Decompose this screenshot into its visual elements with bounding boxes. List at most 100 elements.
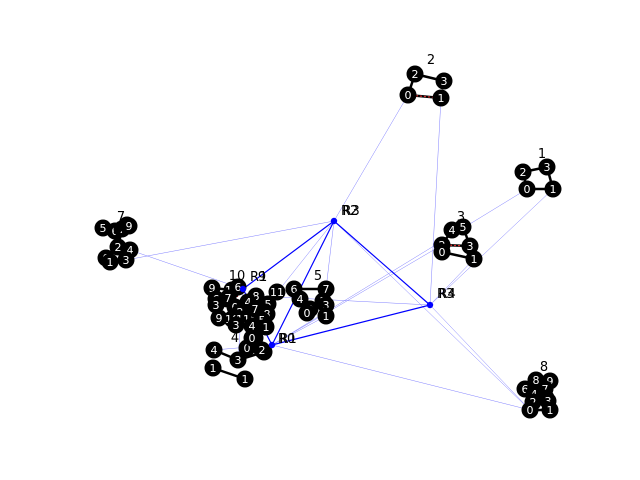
node-label: 3 bbox=[123, 254, 130, 267]
hub-edge bbox=[333, 220, 431, 306]
thin-edge bbox=[333, 94, 409, 222]
thin-edge bbox=[429, 97, 442, 306]
hub-label: R0 bbox=[278, 332, 295, 347]
graph-node bbox=[538, 158, 556, 176]
graph-node bbox=[117, 251, 135, 269]
node-label: 4 bbox=[249, 320, 256, 333]
node-label: 0 bbox=[527, 404, 534, 417]
hub-label: R1 bbox=[250, 270, 267, 285]
graph-node bbox=[432, 89, 450, 107]
node-label: 3 bbox=[233, 319, 240, 332]
graph-node bbox=[399, 86, 417, 104]
node-label: 3 bbox=[213, 299, 220, 312]
node-label: 2 bbox=[412, 68, 419, 81]
node-label: 7 bbox=[542, 383, 549, 396]
node-label: 9 bbox=[216, 312, 223, 325]
graph-node bbox=[120, 217, 138, 235]
node-label: 7 bbox=[323, 283, 330, 296]
hub-edge bbox=[271, 304, 431, 346]
node-label: 6 bbox=[522, 383, 529, 396]
hub-edge bbox=[271, 220, 335, 346]
node-label: 0 bbox=[524, 183, 531, 196]
graph-node bbox=[268, 283, 286, 301]
intra-edges bbox=[102, 72, 555, 412]
node-label: 2 bbox=[259, 344, 266, 357]
thin-edge bbox=[429, 304, 531, 411]
node-label: 3 bbox=[544, 161, 551, 174]
node-label: 7 bbox=[252, 303, 259, 316]
cluster-label: 10 bbox=[229, 269, 246, 284]
cluster-label: 8 bbox=[540, 360, 548, 375]
hub-label: R2 bbox=[341, 204, 358, 219]
thin-edge bbox=[333, 220, 531, 411]
graph-node bbox=[544, 180, 562, 198]
node-label: 5 bbox=[100, 222, 107, 235]
graph-node bbox=[521, 401, 539, 419]
node-label: 7 bbox=[225, 292, 232, 305]
graph-node bbox=[236, 370, 254, 388]
node-label: 1 bbox=[107, 256, 114, 269]
node-label: 4 bbox=[245, 296, 252, 309]
graph-node bbox=[207, 296, 225, 314]
graph-node bbox=[541, 401, 559, 419]
node-label: 3 bbox=[545, 395, 552, 408]
node-label: 1 bbox=[550, 183, 557, 196]
node-label: 2 bbox=[115, 241, 122, 254]
node-label: 1 bbox=[438, 92, 445, 105]
node-label: 0 bbox=[244, 342, 251, 355]
thin-edge bbox=[271, 315, 327, 346]
graph-node bbox=[454, 218, 472, 236]
hub-node bbox=[239, 285, 247, 293]
node-label: 3 bbox=[441, 75, 448, 88]
node-label: 1 bbox=[471, 253, 478, 266]
graph-node bbox=[204, 359, 222, 377]
node-label: 4 bbox=[449, 224, 456, 237]
graph-nodes: 2301230145230140321216745230156789240138… bbox=[94, 65, 562, 419]
node-label: 8 bbox=[253, 290, 260, 303]
graph-node bbox=[298, 304, 316, 322]
cluster-label: 2 bbox=[427, 53, 435, 68]
node-label: 3 bbox=[235, 354, 242, 367]
cluster-label: 1 bbox=[538, 147, 546, 162]
thin-edge bbox=[125, 220, 335, 261]
graph-node bbox=[435, 72, 453, 90]
node-label: 0 bbox=[439, 246, 446, 259]
node-label: 1 bbox=[263, 321, 270, 334]
thin-edge bbox=[271, 188, 528, 346]
cluster-label: 4 bbox=[231, 331, 239, 346]
graph-node bbox=[243, 329, 261, 347]
graph-node bbox=[210, 309, 228, 327]
hub-label: R3 bbox=[437, 287, 454, 302]
graph-node bbox=[229, 351, 247, 369]
thin-edge bbox=[325, 220, 335, 290]
graph-node bbox=[253, 341, 271, 359]
thin-edge bbox=[255, 295, 431, 306]
hub-node bbox=[426, 301, 434, 309]
thin-edges bbox=[125, 94, 554, 411]
node-label: 0 bbox=[249, 332, 256, 345]
cluster-label: 5 bbox=[314, 269, 322, 284]
thin-edge bbox=[271, 244, 443, 346]
thin-edge bbox=[429, 188, 554, 306]
node-label: 9 bbox=[209, 282, 216, 295]
graph-node bbox=[433, 243, 451, 261]
node-label: 0 bbox=[304, 307, 311, 320]
graph-node bbox=[514, 163, 532, 181]
node-label: 8 bbox=[533, 374, 540, 387]
node-label: 4 bbox=[211, 344, 218, 357]
graph-node bbox=[101, 253, 119, 271]
graph-node bbox=[461, 237, 479, 255]
node-label: 9 bbox=[547, 375, 554, 388]
node-label: 2 bbox=[520, 166, 527, 179]
node-label: 4 bbox=[127, 244, 134, 257]
cluster-label: 7 bbox=[117, 210, 125, 225]
thin-edge bbox=[429, 258, 475, 306]
graph-node bbox=[205, 341, 223, 359]
graph-node bbox=[317, 307, 335, 325]
node-label: 6 bbox=[235, 281, 242, 294]
cluster-label: 9 bbox=[258, 270, 266, 285]
node-label: 1 bbox=[242, 373, 249, 386]
graph-node bbox=[227, 316, 245, 334]
